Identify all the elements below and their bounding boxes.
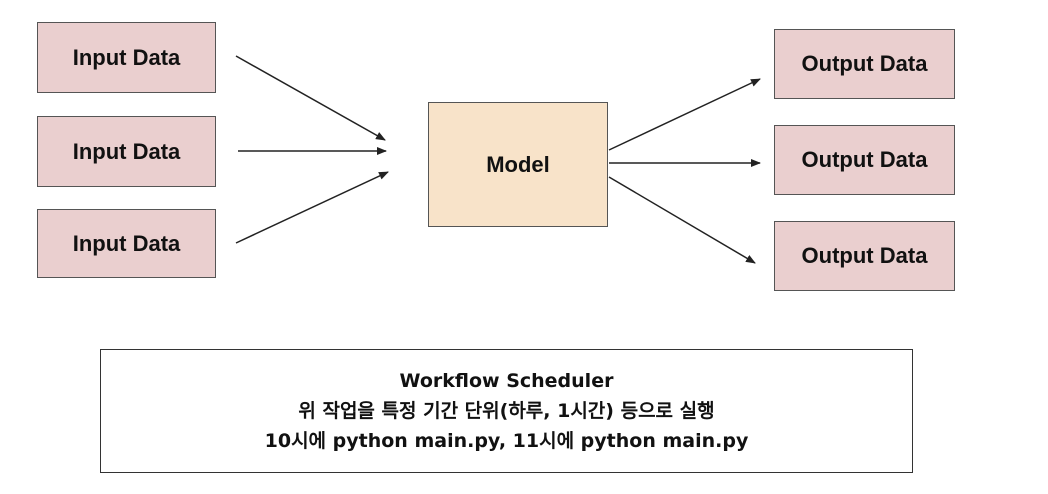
input-data-label: Input Data — [72, 138, 181, 164]
output-data-box-2: Output Data — [774, 125, 955, 195]
arrow-input-3-to-model — [235, 171, 389, 244]
scheduler-title: Workflow Scheduler — [399, 370, 614, 392]
input-data-box-2: Input Data — [37, 116, 216, 187]
arrow-model-to-output-3 — [608, 176, 756, 264]
output-data-label: Output Data — [801, 51, 928, 76]
arrow-model-to-output-1 — [608, 78, 761, 151]
output-data-label: Output Data — [801, 243, 928, 268]
scheduler-description: 위 작업을 특정 기간 단위(하루, 1시간) 등으로 실행 — [298, 400, 715, 422]
model-label: Model — [486, 151, 550, 177]
input-data-box-3: Input Data — [37, 209, 216, 278]
input-data-box-1: Input Data — [37, 22, 216, 93]
output-data-box-1: Output Data — [774, 29, 955, 99]
input-data-label: Input Data — [72, 230, 181, 256]
output-data-label: Output Data — [801, 147, 928, 172]
model-box: Model — [428, 102, 608, 227]
input-data-label: Input Data — [72, 44, 181, 70]
workflow-scheduler-box: Workflow Scheduler 위 작업을 특정 기간 단위(하루, 1시… — [100, 349, 913, 473]
arrow-input-1-to-model — [235, 55, 386, 141]
scheduler-example: 10시에 python main.py, 11시에 python main.py — [264, 430, 749, 452]
output-data-box-3: Output Data — [774, 221, 955, 291]
